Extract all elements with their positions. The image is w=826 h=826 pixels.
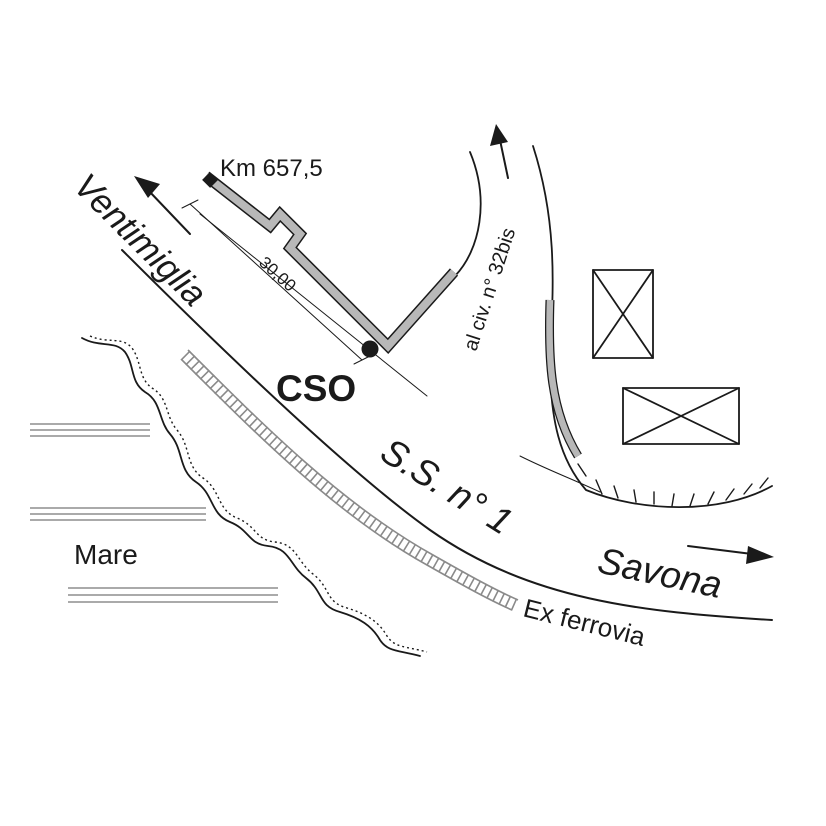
road-curve-east — [519, 455, 601, 493]
road-edge-south — [121, 249, 773, 621]
rail-left — [187, 349, 519, 601]
dimension-line — [181, 199, 371, 365]
coastline — [81, 337, 421, 657]
wall-segment-fill — [546, 299, 581, 458]
coastline-dotted — [89, 335, 428, 653]
sea-area — [30, 335, 428, 657]
sea-hatch-lines — [30, 423, 278, 603]
cso-point-icon — [361, 340, 379, 358]
civic-number-label: al civ. n° 32bis — [460, 225, 520, 353]
side-road-east-edge — [532, 145, 773, 508]
arrow-ventimiglia-icon — [134, 176, 191, 235]
km-marker-tick — [202, 172, 218, 188]
road-edge-north — [199, 213, 428, 397]
building-icon — [592, 269, 654, 359]
road-ss1 — [121, 213, 773, 621]
road-label: S.S. n° 1 — [374, 430, 520, 542]
km-marker-label: Km 657,5 — [220, 155, 323, 182]
embankment-ticks — [577, 463, 769, 507]
building-icon — [622, 387, 740, 445]
rail-right — [181, 359, 513, 611]
sea-label: Mare — [74, 539, 138, 570]
savona-label: Savona — [594, 540, 725, 606]
cso-pipe — [202, 171, 459, 355]
ex-railway-label: Ex ferrovia — [521, 593, 649, 652]
ventimiglia-label: Ventimiglia — [66, 166, 214, 314]
arrow-north-icon — [490, 124, 509, 179]
arrow-savona-icon — [687, 545, 774, 564]
ex-railway-track — [180, 349, 519, 611]
cso-label: CSO — [276, 368, 356, 409]
